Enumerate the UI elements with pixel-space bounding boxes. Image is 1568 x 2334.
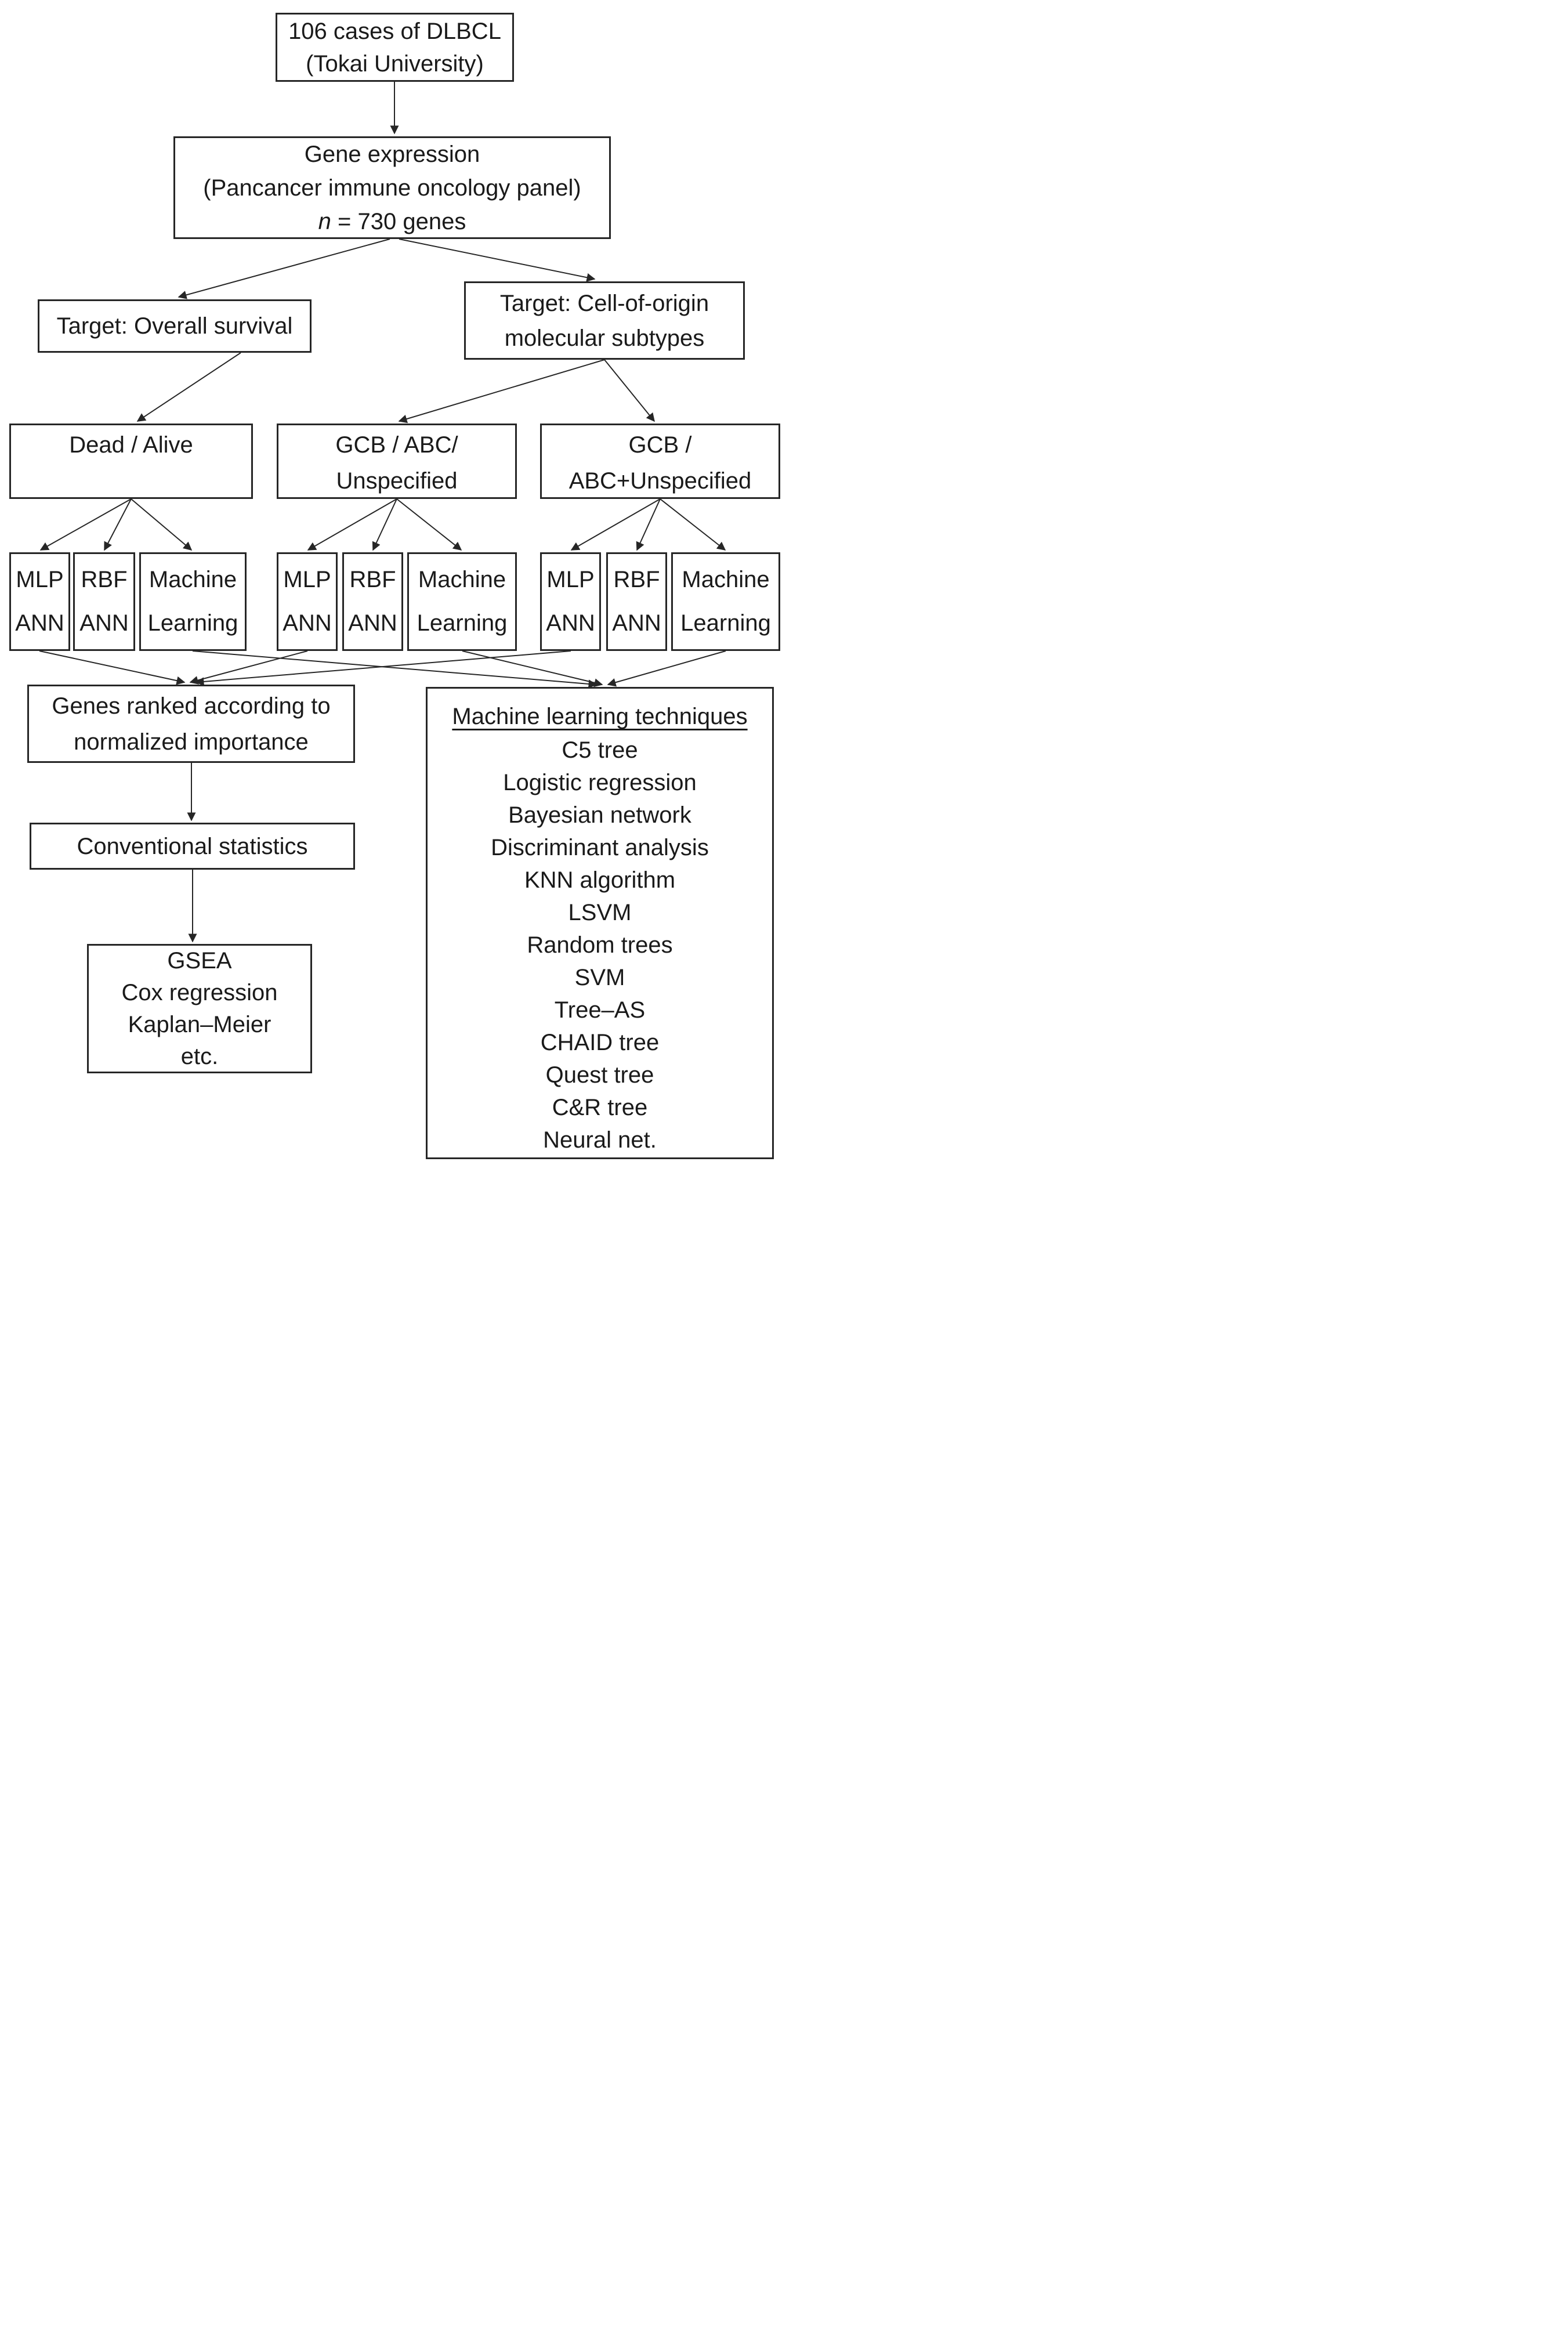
node-machine-learning-2-line1: Machine [418, 567, 506, 592]
node-conventional-statistics: Conventional statistics [30, 823, 355, 870]
node-gene-expression-line3: n = 730 genes [318, 205, 466, 238]
ml-technique-item: C5 tree [562, 737, 638, 763]
node-target-overall-survival-label: Target: Overall survival [56, 313, 293, 339]
node-dead-alive-label: Dead / Alive [69, 432, 193, 458]
node-genes-ranked-line2: normalized importance [74, 729, 309, 755]
node-gcb-abc-unspecified-line2: Unspecified [336, 468, 458, 494]
node-stats-methods-line1: GSEA [167, 947, 232, 974]
node-stats-methods-line4: etc. [180, 1043, 219, 1069]
arrow-gcb-abc-plus-to-mlp-3 [570, 498, 661, 551]
node-gcb-abc-plus-unspecified-line2: ABC+Unspecified [568, 468, 752, 494]
arrow-ml3-to-ml-techniques [607, 650, 726, 687]
node-machine-learning-1-line2: Learning [147, 610, 238, 636]
arrow-gcb-abc-plus-to-ml-3 [660, 498, 726, 551]
ml-technique-item: Random trees [527, 932, 673, 958]
node-rbf-ann-2: RBF ANN [342, 552, 403, 651]
n-variable: n [318, 208, 331, 234]
node-mlp-ann-3-line1: MLP [546, 567, 595, 592]
node-target-cell-of-origin: Target: Cell-of-origin molecular subtype… [464, 281, 745, 360]
node-mlp-ann-2-line1: MLP [283, 567, 331, 592]
flowchart-figure: 106 cases of DLBCL (Tokai University) Ge… [0, 0, 784, 1167]
arrow-mlp3-to-genes-ranked [195, 650, 571, 686]
node-rbf-ann-1-line1: RBF [81, 567, 128, 592]
arrow-target-coo-to-gcb-abc [398, 359, 605, 424]
arrow-ml2-to-ml-techniques [462, 650, 603, 687]
node-rbf-ann-3-line1: RBF [613, 567, 660, 592]
node-mlp-ann-3-line2: ANN [546, 610, 595, 636]
node-target-overall-survival: Target: Overall survival [38, 299, 312, 353]
arrow-target-os-to-dead-alive [136, 352, 241, 422]
node-mlp-ann-2: MLP ANN [277, 552, 338, 651]
node-ml-techniques: Machine learning techniques C5 tree Logi… [426, 687, 774, 1159]
node-genes-ranked-line1: Genes ranked according to [52, 693, 331, 719]
node-gene-expression: Gene expression (Pancancer immune oncolo… [173, 136, 611, 239]
node-machine-learning-3: Machine Learning [671, 552, 780, 651]
arrow-ml1-to-ml-techniques [192, 650, 597, 689]
node-machine-learning-1: Machine Learning [139, 552, 247, 651]
arrow-gcb-abc-to-rbf-2 [372, 498, 397, 551]
node-conventional-statistics-label: Conventional statistics [77, 833, 308, 859]
arrow-mlp2-to-genes-ranked [189, 650, 308, 685]
node-machine-learning-3-line2: Learning [680, 610, 771, 636]
node-rbf-ann-2-line1: RBF [349, 567, 396, 592]
arrow-gcb-abc-to-mlp-2 [307, 498, 397, 551]
node-mlp-ann-1: MLP ANN [9, 552, 70, 651]
node-gene-expression-line1: Gene expression [304, 141, 480, 167]
ml-technique-item: Discriminant analysis [491, 835, 709, 860]
node-gcb-abc-unspecified: GCB / ABC/ Unspecified [277, 424, 517, 499]
ml-technique-item: LSVM [568, 900, 632, 925]
node-mlp-ann-1-line1: MLP [16, 567, 64, 592]
ml-technique-item: Tree–AS [554, 997, 646, 1023]
arrow-gene-expression-to-target-os [178, 238, 390, 299]
arrow-gene-expression-to-target-coo [399, 238, 596, 282]
node-rbf-ann-3-line2: ANN [612, 610, 661, 636]
ml-techniques-title: Machine learning techniques [452, 704, 748, 729]
arrow-gcb-abc-plus-to-rbf-3 [636, 498, 661, 551]
node-machine-learning-2: Machine Learning [407, 552, 517, 651]
node-machine-learning-1-line1: Machine [149, 567, 237, 592]
ml-technique-item: Bayesian network [508, 802, 691, 828]
node-machine-learning-2-line2: Learning [417, 610, 508, 636]
node-gene-expression-line2: (Pancancer immune oncology panel) [203, 175, 581, 201]
node-gcb-abc-unspecified-line1: GCB / ABC/ [335, 432, 458, 458]
node-mlp-ann-2-line2: ANN [283, 610, 332, 636]
node-genes-ranked: Genes ranked according to normalized imp… [27, 685, 355, 763]
ml-technique-item: CHAID tree [540, 1030, 660, 1055]
node-target-cell-of-origin-line1: Target: Cell-of-origin [499, 290, 709, 316]
ml-technique-item: Neural net. [543, 1127, 657, 1153]
node-dead-alive: Dead / Alive [9, 424, 253, 499]
arrow-dead-alive-to-rbf-1 [104, 498, 132, 551]
ml-technique-item: Quest tree [545, 1062, 654, 1088]
node-gcb-abc-plus-unspecified: GCB / ABC+Unspecified [540, 424, 780, 499]
arrow-gcb-abc-to-ml-2 [396, 498, 462, 551]
node-rbf-ann-3: RBF ANN [606, 552, 667, 651]
node-stats-methods: GSEA Cox regression Kaplan–Meier etc. [87, 944, 312, 1073]
node-mlp-ann-3: MLP ANN [540, 552, 601, 651]
arrow-mlp1-to-genes-ranked [39, 650, 186, 685]
node-stats-methods-line2: Cox regression [121, 979, 278, 1005]
n-value: = 730 genes [331, 208, 466, 234]
node-cases-line2: (Tokai University) [306, 50, 484, 77]
arrow-dead-alive-to-ml-1 [131, 498, 193, 551]
ml-technique-item: SVM [574, 965, 625, 990]
ml-technique-item: KNN algorithm [524, 867, 676, 893]
node-cases: 106 cases of DLBCL (Tokai University) [276, 13, 514, 82]
arrow-dead-alive-to-mlp-1 [39, 498, 132, 551]
ml-techniques-list: C5 tree Logistic regression Bayesian net… [491, 734, 709, 1156]
node-rbf-ann-1-line2: ANN [79, 610, 129, 636]
node-gcb-abc-plus-unspecified-line1: GCB / [628, 432, 692, 458]
node-rbf-ann-2-line2: ANN [348, 610, 397, 636]
node-target-cell-of-origin-line2: molecular subtypes [504, 325, 705, 351]
node-stats-methods-line3: Kaplan–Meier [128, 1011, 271, 1037]
node-mlp-ann-1-line2: ANN [15, 610, 64, 636]
ml-technique-item: C&R tree [552, 1095, 648, 1120]
node-rbf-ann-1: RBF ANN [73, 552, 135, 651]
ml-technique-item: Logistic regression [503, 770, 697, 795]
node-cases-line1: 106 cases of DLBCL [288, 18, 501, 44]
arrow-target-coo-to-gcb-abc-plus [604, 359, 655, 422]
node-machine-learning-3-line1: Machine [682, 567, 770, 592]
